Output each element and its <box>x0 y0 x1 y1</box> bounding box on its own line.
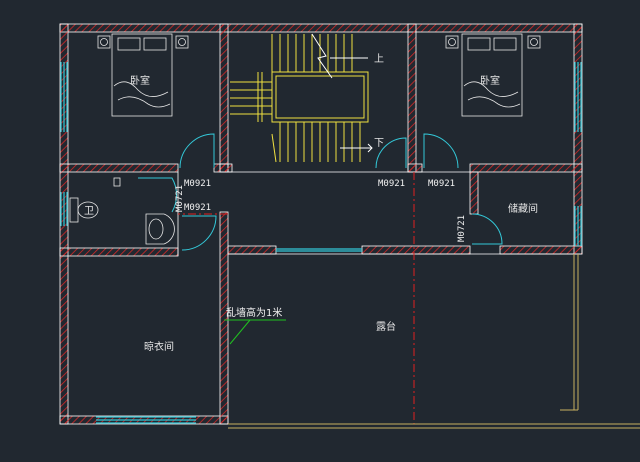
wall-stair-right <box>407 23 417 173</box>
room-label-storage: 储藏间 <box>508 202 538 215</box>
stair-landing-left <box>230 72 272 122</box>
door-stair <box>375 137 407 169</box>
doors <box>138 133 503 251</box>
stair-up-label: 上 <box>374 53 384 65</box>
room-label-bathroom: 卫 <box>84 206 94 217</box>
window-storage <box>574 206 582 246</box>
room-label-terrace: 露台 <box>376 320 396 333</box>
bed-left <box>97 33 189 117</box>
room-label-bedroom-right: 卧室 <box>480 74 500 87</box>
door-bedroom-left <box>179 133 215 169</box>
door-storage <box>471 213 503 245</box>
door-tag-stair: M0921 <box>378 179 405 189</box>
wall-storage-left <box>469 171 479 215</box>
wall-bedroom-left-bottom <box>59 163 179 173</box>
window-right-bedroom <box>574 62 582 132</box>
room-label-bedroom-left: 卧室 <box>130 74 150 87</box>
wall-storage-bottom <box>499 245 583 255</box>
toilet-icon <box>69 197 99 223</box>
axis-lines <box>178 172 415 424</box>
window-laundry-bottom <box>96 416 196 424</box>
window-left-bedroom <box>60 62 68 132</box>
bed-right <box>445 33 541 117</box>
wall-top <box>59 23 583 33</box>
wall-stair-left <box>219 23 229 173</box>
bathroom-fixtures <box>69 177 175 245</box>
door-tag-bath-vertical: M0721 <box>175 185 185 212</box>
terrace-railing <box>228 254 640 429</box>
parapet-note: 乱墙高为1米 <box>226 306 282 319</box>
windows <box>60 62 582 424</box>
door-tag-bedroom-right: M0921 <box>428 179 455 189</box>
wall-bedroom-right-bottom <box>469 163 583 173</box>
room-label-laundry: 晾衣间 <box>144 340 174 353</box>
door-tag-storage-vertical: M0721 <box>457 215 467 242</box>
door-tag-bath-top: M0921 <box>184 179 211 189</box>
door-bathroom-top <box>138 177 178 213</box>
wall-bathroom-bottom <box>59 247 179 257</box>
stair-flight-top <box>271 34 353 72</box>
door-tag-bath-inner: M0921 <box>184 203 211 213</box>
sink-icon <box>145 213 175 245</box>
stair-down-label: 下 <box>374 138 384 149</box>
stairwell <box>230 34 369 163</box>
door-bathroom-inner <box>181 215 217 251</box>
wall-laundry-right <box>219 211 229 425</box>
sliding-door-terrace <box>276 248 362 252</box>
stair-flight-bottom <box>279 122 361 162</box>
window-bathroom <box>60 192 68 226</box>
parapet-leader <box>224 319 286 345</box>
stair-arrows <box>311 33 373 153</box>
door-bedroom-right <box>423 133 459 169</box>
